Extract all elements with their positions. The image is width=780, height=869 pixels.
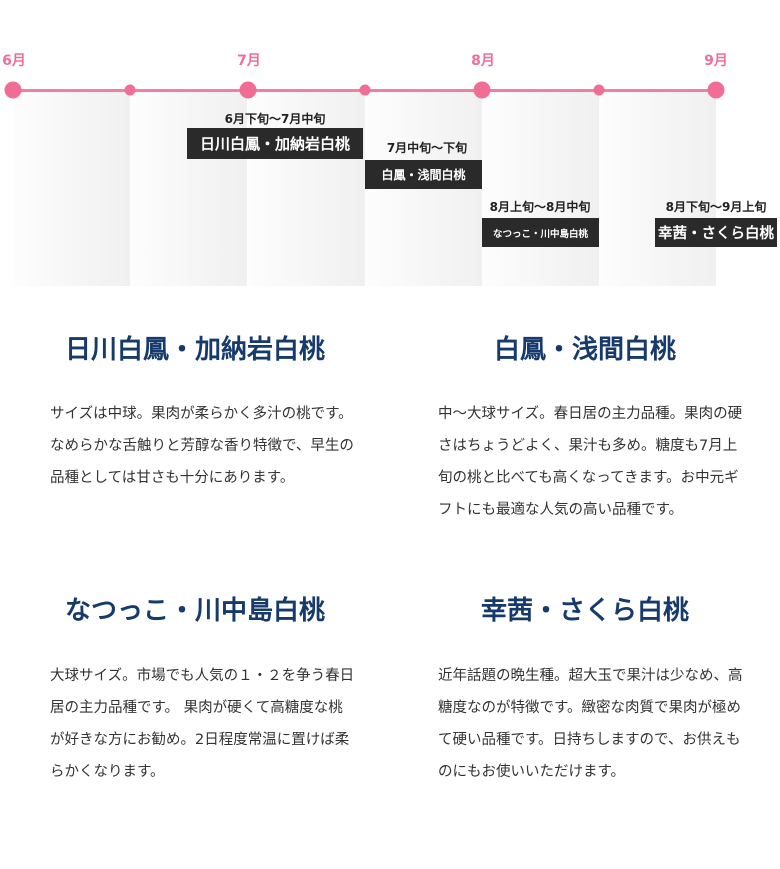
month-label: 7月: [237, 53, 261, 69]
mid-dot: [124, 84, 136, 96]
period-variety: 日川白鳳・加納岩白桃: [187, 128, 363, 159]
month-dot: [707, 81, 725, 99]
period-range: 6月下旬〜7月中旬: [224, 112, 326, 126]
month-dot: [4, 81, 22, 99]
section-text: 中〜大球サイズ。春日居の主力品種。果肉の硬さはちょうどよく、果汁も多め。糖度も7…: [438, 406, 743, 518]
section-title: 幸茜・さくら白桃: [480, 596, 689, 626]
section-title: 日川白鳳・加納岩白桃: [64, 335, 325, 365]
section-text: 近年話題の晩生種。超大玉で果汁は少なめ、高糖度なのが特徴です。緻密な肉質で果肉が…: [438, 668, 743, 780]
period-range: 8月上旬〜8月中旬: [489, 200, 591, 214]
timeline-column: [130, 90, 247, 286]
timeline-column: [13, 90, 130, 286]
month-label: 8月: [471, 53, 495, 69]
timeline-column: [248, 90, 365, 286]
month-label: 9月: [704, 53, 728, 69]
month-dot: [473, 81, 491, 99]
section-title: 白鳳・浅間白桃: [493, 335, 676, 365]
section-text: 大球サイズ。市場でも人気の１・２を争う春日居の主力品種です。 果肉が硬くて高糖度…: [50, 668, 355, 780]
mid-dot: [359, 84, 371, 96]
period-range: 7月中旬〜下旬: [386, 141, 468, 155]
timeline-column: [482, 90, 599, 286]
section-title: なつっこ・川中島白桃: [64, 596, 325, 626]
month-dot: [239, 81, 257, 99]
period-variety: 白鳳・浅間白桃: [365, 160, 482, 189]
period-variety: 幸茜・さくら白桃: [655, 218, 777, 247]
month-label: 6月: [2, 53, 26, 69]
mid-dot: [593, 84, 605, 96]
section-text: サイズは中球。果肉が柔らかく多汁の桃です。なめらかな舌触りと芳醇な香り特徴で、早…: [50, 406, 354, 486]
period-variety: なつっこ・川中島白桃: [482, 218, 599, 247]
timeline-column: [599, 90, 716, 286]
period-range: 8月下旬〜9月上旬: [665, 200, 767, 214]
